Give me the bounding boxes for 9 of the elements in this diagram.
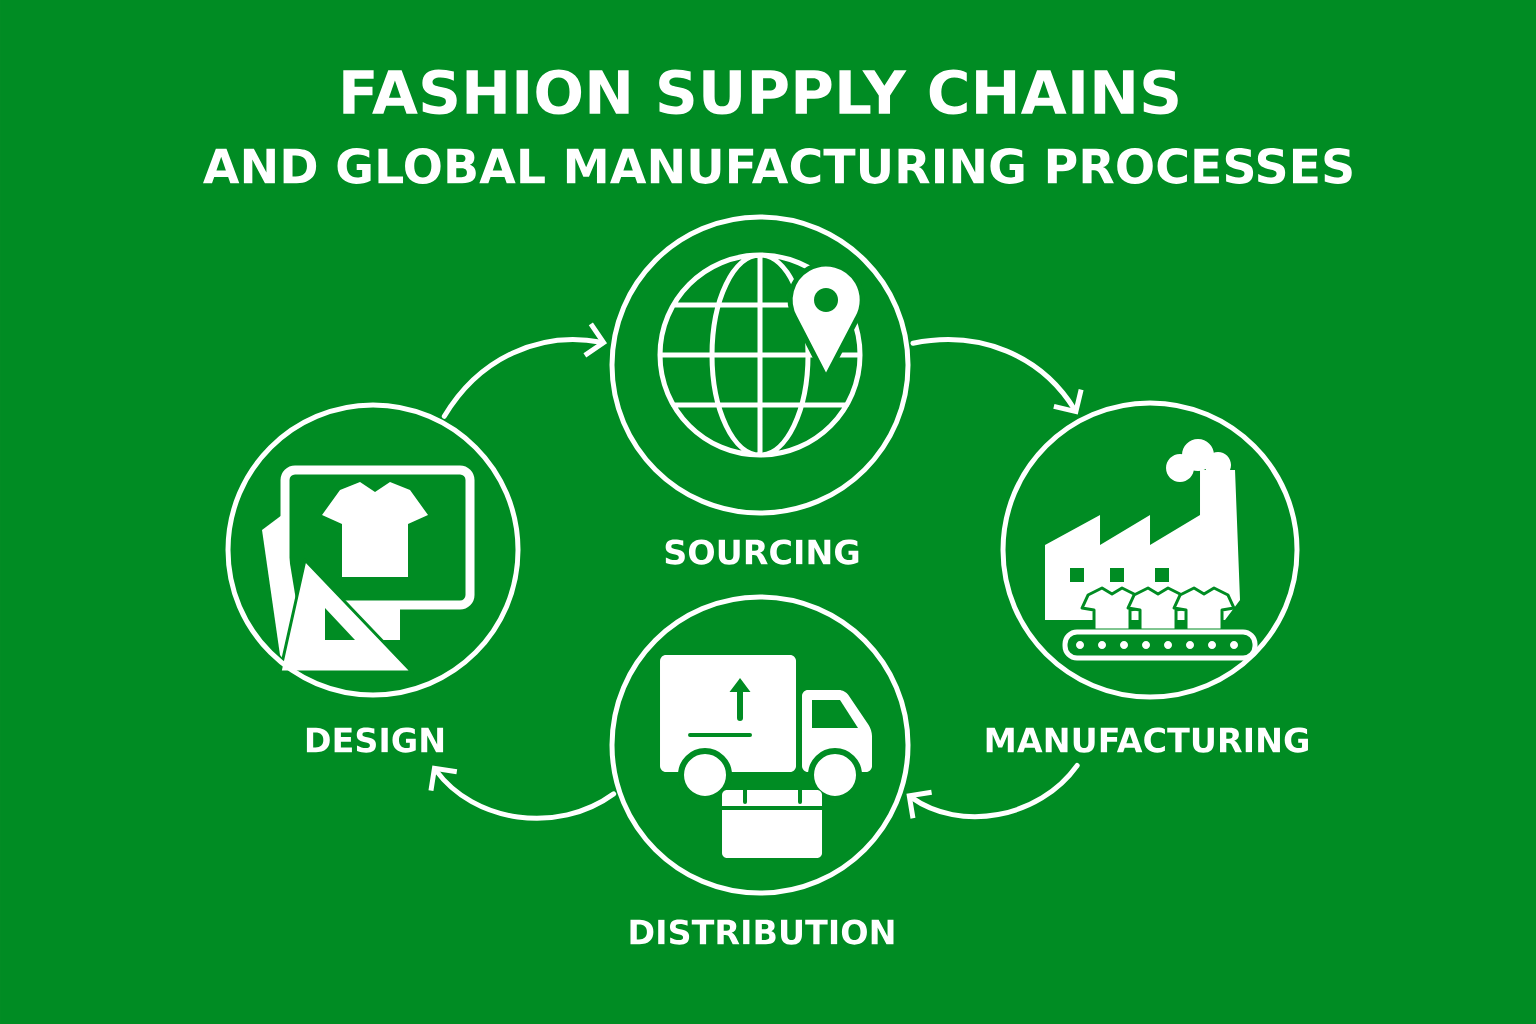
curved-arrow (906, 763, 1080, 819)
step-label: SOURCING (665, 539, 859, 565)
title: FASHION SUPPLY CHAINS (343, 69, 1178, 115)
curved-arrow (441, 322, 608, 419)
curved-arrow (428, 765, 617, 821)
step-label: DISTRIBUTION (630, 919, 894, 945)
step-label: DESIGN (306, 727, 444, 753)
curved-arrow (910, 337, 1084, 415)
step-label: MANUFACTURING (986, 727, 1308, 753)
